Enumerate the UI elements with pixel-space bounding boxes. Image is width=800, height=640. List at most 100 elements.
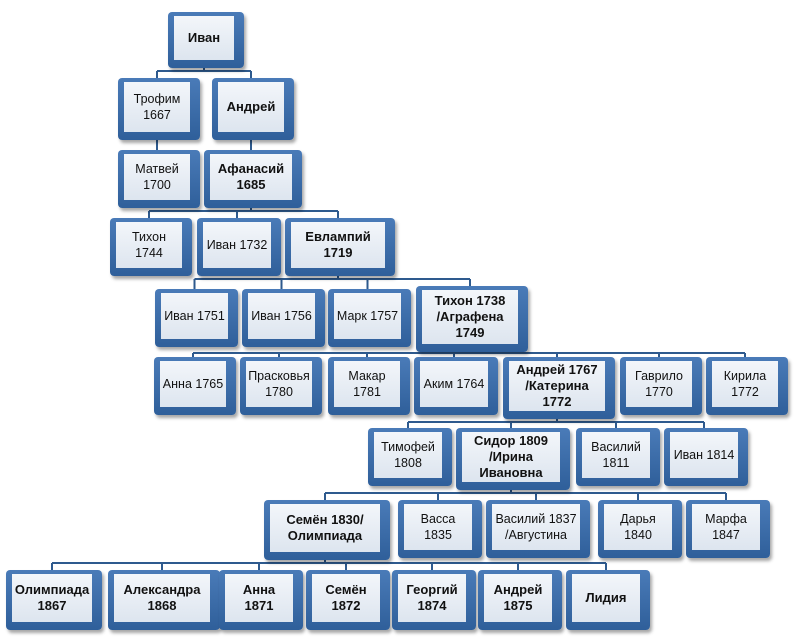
person-card: Семён 1830/ Олимпиада <box>270 504 380 552</box>
person-card: Иван 1756 <box>248 293 315 339</box>
person-label: Макар 1781 <box>348 369 386 399</box>
person-node-lidiya: Лидия <box>566 570 650 630</box>
person-label: Иван 1732 <box>206 238 268 252</box>
person-node-tikhon-1744: Тихон 1744 <box>110 218 192 276</box>
person-card: Олимпиада 1867 <box>12 574 92 622</box>
person-label: Василий 1811 <box>591 440 641 470</box>
person-card: Иван 1732 <box>203 222 271 268</box>
person-node-aleksandra: Александра 1868 <box>108 570 220 630</box>
person-label: Семён 1830/ Олимпиада <box>286 512 364 543</box>
person-label: Марк 1757 <box>336 309 399 323</box>
person-label: Марфа 1847 <box>705 512 747 542</box>
person-node-evlampiy: Евлампий 1719 <box>285 218 395 276</box>
person-card: Матвей 1700 <box>124 154 190 200</box>
person-node-olimpiada: Олимпиада 1867 <box>6 570 102 630</box>
person-node-ivan-root: Иван <box>168 12 244 68</box>
person-label: Андрей 1767 /Катерина 1772 <box>516 362 598 409</box>
person-node-semen-1830: Семён 1830/ Олимпиада <box>264 500 390 560</box>
person-label: Кирила 1772 <box>723 369 767 399</box>
person-card: Сидор 1809 /Ирина Ивановна <box>462 432 560 482</box>
person-label: Прасковья 1780 <box>248 369 310 399</box>
person-card: Аким 1764 <box>420 361 488 407</box>
person-node-anna-1765: Анна 1765 <box>154 357 236 415</box>
person-card: Марфа 1847 <box>692 504 760 550</box>
person-card: Евлампий 1719 <box>291 222 385 268</box>
person-card: Анна 1765 <box>160 361 226 407</box>
person-card: Иван <box>174 16 234 60</box>
person-card: Анна 1871 <box>225 574 293 622</box>
person-card: Кирила 1772 <box>712 361 778 407</box>
person-node-trofim: Трофим 1667 <box>118 78 200 140</box>
person-card: Тихон 1744 <box>116 222 182 268</box>
person-node-vasiliy-1811: Василий 1811 <box>576 428 660 486</box>
person-node-makar: Макар 1781 <box>328 357 410 415</box>
person-card: Тимофей 1808 <box>374 432 442 478</box>
person-card: Лидия <box>572 574 640 622</box>
person-card: Васса 1835 <box>404 504 472 550</box>
person-node-andrey-1875: Андрей 1875 <box>478 570 562 630</box>
person-node-vasiliy-1837: Василий 1837 /Августина <box>486 500 590 558</box>
person-card: Прасковья 1780 <box>246 361 312 407</box>
person-label: Васса 1835 <box>420 512 456 542</box>
person-node-ivan-1751: Иван 1751 <box>155 289 238 347</box>
person-node-ivan-1732: Иван 1732 <box>197 218 281 276</box>
person-card: Александра 1868 <box>114 574 210 622</box>
person-node-matvey: Матвей 1700 <box>118 150 200 208</box>
person-card: Иван 1814 <box>670 432 738 478</box>
person-node-marfa: Марфа 1847 <box>686 500 770 558</box>
person-card: Георгий 1874 <box>398 574 466 622</box>
person-label: Олимпиада 1867 <box>14 582 90 613</box>
person-card: Афанасий 1685 <box>210 154 292 200</box>
person-label: Гаврило 1770 <box>635 369 683 399</box>
person-label: Иван <box>187 30 221 45</box>
person-label: Тимофей 1808 <box>381 440 435 470</box>
person-card: Гаврило 1770 <box>626 361 692 407</box>
person-label: Василий 1837 /Августина <box>495 512 577 542</box>
person-node-timofey: Тимофей 1808 <box>368 428 452 486</box>
person-card: Василий 1837 /Августина <box>492 504 580 550</box>
person-label: Дарья 1840 <box>620 512 656 542</box>
person-node-vassa: Васса 1835 <box>398 500 482 558</box>
person-label: Евлампий 1719 <box>305 229 371 260</box>
person-card: Иван 1751 <box>161 293 228 339</box>
person-label: Анна 1765 <box>162 377 224 391</box>
person-node-andrey-1767: Андрей 1767 /Катерина 1772 <box>503 357 615 419</box>
person-node-mark-1757: Марк 1757 <box>328 289 411 347</box>
person-card: Андрей <box>218 82 284 132</box>
person-label: Анна 1871 <box>242 582 276 613</box>
person-node-darya: Дарья 1840 <box>598 500 682 558</box>
person-label: Сидор 1809 /Ирина Ивановна <box>473 433 549 480</box>
person-label: Тихон 1744 <box>131 230 167 260</box>
person-node-gavrilo: Гаврило 1770 <box>620 357 702 415</box>
person-label: Андрей <box>226 99 276 114</box>
person-label: Аким 1764 <box>423 377 485 391</box>
person-card: Трофим 1667 <box>124 82 190 132</box>
person-card: Макар 1781 <box>334 361 400 407</box>
person-label: Иван 1756 <box>251 309 312 323</box>
person-card: Василий 1811 <box>582 432 650 478</box>
person-label: Семён 1872 <box>325 582 367 613</box>
person-node-tikhon-1738: Тихон 1738 /Аграфена 1749 <box>416 286 528 352</box>
person-node-ivan-1756: Иван 1756 <box>242 289 325 347</box>
person-node-ivan-1814: Иван 1814 <box>664 428 748 486</box>
person-node-sidor: Сидор 1809 /Ирина Ивановна <box>456 428 570 490</box>
person-label: Георгий 1874 <box>406 582 458 613</box>
person-label: Александра 1868 <box>123 582 201 613</box>
person-node-afanasiy: Афанасий 1685 <box>204 150 302 208</box>
person-card: Марк 1757 <box>334 293 401 339</box>
person-label: Афанасий 1685 <box>217 161 285 192</box>
person-node-kirila: Кирила 1772 <box>706 357 788 415</box>
person-node-georgiy: Георгий 1874 <box>392 570 476 630</box>
person-label: Матвей 1700 <box>135 162 179 192</box>
person-node-praskovya: Прасковья 1780 <box>240 357 322 415</box>
person-label: Иван 1751 <box>164 309 225 323</box>
person-card: Андрей 1767 /Катерина 1772 <box>509 361 605 411</box>
person-card: Тихон 1738 /Аграфена 1749 <box>422 290 518 344</box>
person-card: Андрей 1875 <box>484 574 552 622</box>
person-card: Дарья 1840 <box>604 504 672 550</box>
person-label: Иван 1814 <box>673 448 735 462</box>
person-node-anna-1871: Анна 1871 <box>219 570 303 630</box>
person-card: Семён 1872 <box>312 574 380 622</box>
person-label: Лидия <box>585 590 627 605</box>
